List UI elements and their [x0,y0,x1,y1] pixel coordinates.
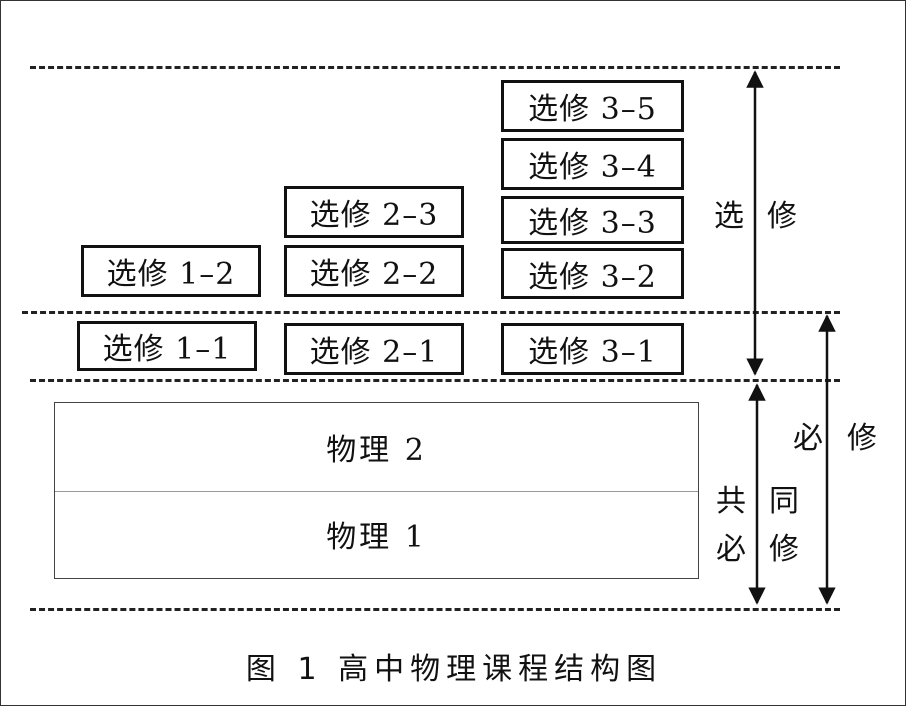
required-label-bi: 必 [793,421,823,456]
module-box-3-2: 选修 3–2 [501,248,684,299]
common-label-gong: 共 [716,484,746,519]
module-box-3-1: 选修 3–1 [501,323,684,375]
figure-caption: 图 1 高中物理课程结构图 [245,652,663,687]
module-box-3-5: 选修 3–5 [501,80,684,132]
module-box-1-1: 选修 1–1 [77,321,257,371]
common-label-bi: 必 [716,532,746,567]
module-box-2-3: 选修 2–3 [284,186,464,238]
elective-label-xiu: 修 [767,199,797,234]
required-label-xiu: 修 [847,421,877,456]
module-box-3-3: 选修 3–3 [501,196,684,244]
physics-2-cell: 物理 2 [55,403,698,492]
module-box-2-1: 选修 2–1 [284,323,464,375]
module-box-3-4: 选修 3–4 [501,138,684,190]
common-label-tong: 同 [769,484,799,519]
dashed-line-top [30,66,840,69]
module-box-2-2: 选修 2–2 [284,245,464,297]
elective-label-xuan: 选 [714,199,744,234]
dashed-line-elective-divider [22,311,840,314]
dashed-line-bottom [30,608,840,611]
module-box-1-2: 选修 1–2 [81,245,261,297]
common-label-xiu: 修 [769,532,799,567]
physics-1-cell: 物理 1 [326,520,427,556]
common-required-block: 物理 2 物理 1 [54,402,699,579]
dashed-line-required-divider [30,379,840,382]
